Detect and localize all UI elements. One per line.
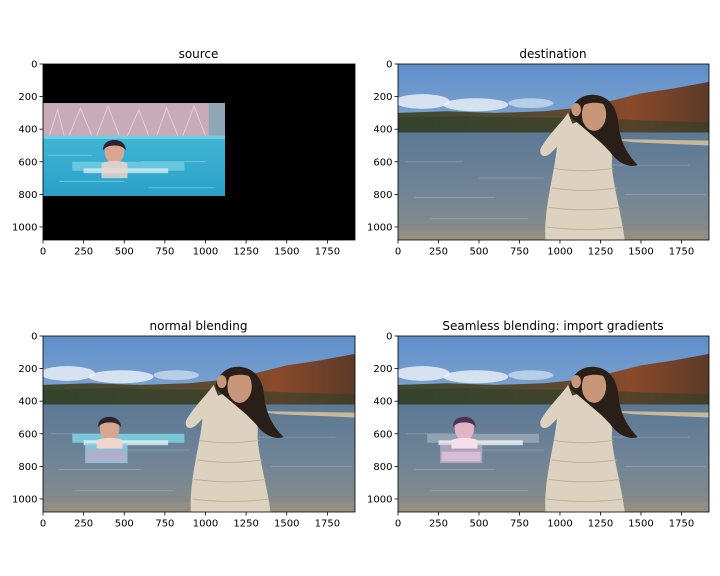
x-tick-label: 1000 [193, 519, 218, 530]
x-tick-label: 1500 [628, 519, 653, 530]
y-tick-label: 0 [31, 60, 37, 71]
y-tick-label: 200 [18, 364, 37, 375]
x-tick-label: 500 [469, 247, 488, 258]
x-tick-label: 1750 [315, 247, 340, 258]
y-tick-label: 600 [373, 429, 392, 440]
y-tick-label: 0 [386, 60, 392, 71]
x-tick-label: 250 [74, 247, 93, 258]
panel-title: Seamless blending: import gradients [442, 319, 663, 333]
x-axis: 0 250 500 750 1000 1250 1500 1750 [395, 512, 694, 530]
panel-title: destination [519, 47, 586, 61]
y-axis: 0 200 400 600 800 1000 [367, 60, 398, 233]
axes-frame [397, 335, 710, 513]
panel-seamless-blending: Seamless blending: import gradients 0 250… [367, 319, 710, 530]
y-tick-label: 800 [373, 462, 392, 473]
axes-frame [42, 335, 356, 513]
y-tick-label: 400 [373, 397, 392, 408]
y-tick-label: 400 [373, 125, 392, 136]
axes-frame [42, 63, 356, 241]
x-tick-label: 500 [115, 247, 134, 258]
y-tick-label: 0 [386, 332, 392, 343]
panel-title: source [179, 47, 219, 61]
x-tick-label: 0 [40, 247, 46, 258]
y-tick-label: 600 [18, 429, 37, 440]
x-tick-label: 500 [469, 519, 488, 530]
x-tick-label: 500 [115, 519, 134, 530]
x-tick-label: 750 [510, 519, 529, 530]
x-tick-label: 1250 [233, 519, 258, 530]
x-tick-label: 250 [429, 519, 448, 530]
y-tick-label: 200 [373, 364, 392, 375]
panel-image [43, 64, 355, 240]
x-tick-label: 750 [510, 247, 529, 258]
y-tick-label: 400 [18, 397, 37, 408]
x-axis: 0 250 500 750 1000 1250 1500 1750 [395, 240, 694, 258]
y-tick-label: 1000 [367, 222, 392, 233]
x-tick-label: 1250 [233, 247, 258, 258]
y-tick-label: 0 [31, 332, 37, 343]
axes-frame [397, 63, 710, 241]
panel-image [398, 64, 709, 240]
y-tick-label: 800 [18, 190, 37, 201]
x-tick-label: 1000 [547, 519, 572, 530]
x-tick-label: 1750 [669, 519, 694, 530]
x-tick-label: 1750 [315, 519, 340, 530]
panel-source: source 0 250 500 750 1000 1250 1500 1750 0 200 40… [12, 47, 356, 258]
y-tick-label: 200 [18, 92, 37, 103]
y-tick-label: 800 [18, 462, 37, 473]
panel-title: normal blending [150, 319, 248, 333]
x-tick-label: 0 [395, 247, 401, 258]
x-axis: 0 250 500 750 1000 1250 1500 1750 [40, 512, 340, 530]
y-axis: 0 200 400 600 800 1000 [12, 60, 43, 233]
x-tick-label: 750 [155, 519, 174, 530]
x-tick-label: 1000 [547, 247, 572, 258]
panel-normal-blending: normal blending 0 250 500 750 1000 1250 1500 17… [12, 319, 356, 530]
panel-image [398, 336, 709, 512]
x-tick-label: 750 [155, 247, 174, 258]
y-tick-label: 400 [18, 125, 37, 136]
panel-destination: destination 0 250 500 750 1000 1250 1500 1750 0… [367, 47, 710, 258]
x-tick-label: 1000 [193, 247, 218, 258]
y-tick-label: 200 [373, 92, 392, 103]
x-tick-label: 1750 [669, 247, 694, 258]
y-tick-label: 600 [373, 157, 392, 168]
y-tick-label: 800 [373, 190, 392, 201]
y-tick-label: 1000 [12, 494, 37, 505]
y-axis: 0 200 400 600 800 1000 [367, 332, 398, 505]
y-tick-label: 1000 [367, 494, 392, 505]
y-tick-label: 600 [18, 157, 37, 168]
x-tick-label: 1250 [588, 519, 613, 530]
x-tick-label: 250 [429, 247, 448, 258]
y-axis: 0 200 400 600 800 1000 [12, 332, 43, 505]
y-tick-label: 1000 [12, 222, 37, 233]
x-tick-label: 0 [395, 519, 401, 530]
x-axis: 0 250 500 750 1000 1250 1500 1750 [40, 240, 340, 258]
x-tick-label: 0 [40, 519, 46, 530]
x-tick-label: 1500 [628, 247, 653, 258]
x-tick-label: 1500 [274, 247, 299, 258]
x-tick-label: 250 [74, 519, 93, 530]
x-tick-label: 1250 [588, 247, 613, 258]
panel-image [43, 336, 355, 512]
x-tick-label: 1500 [274, 519, 299, 530]
